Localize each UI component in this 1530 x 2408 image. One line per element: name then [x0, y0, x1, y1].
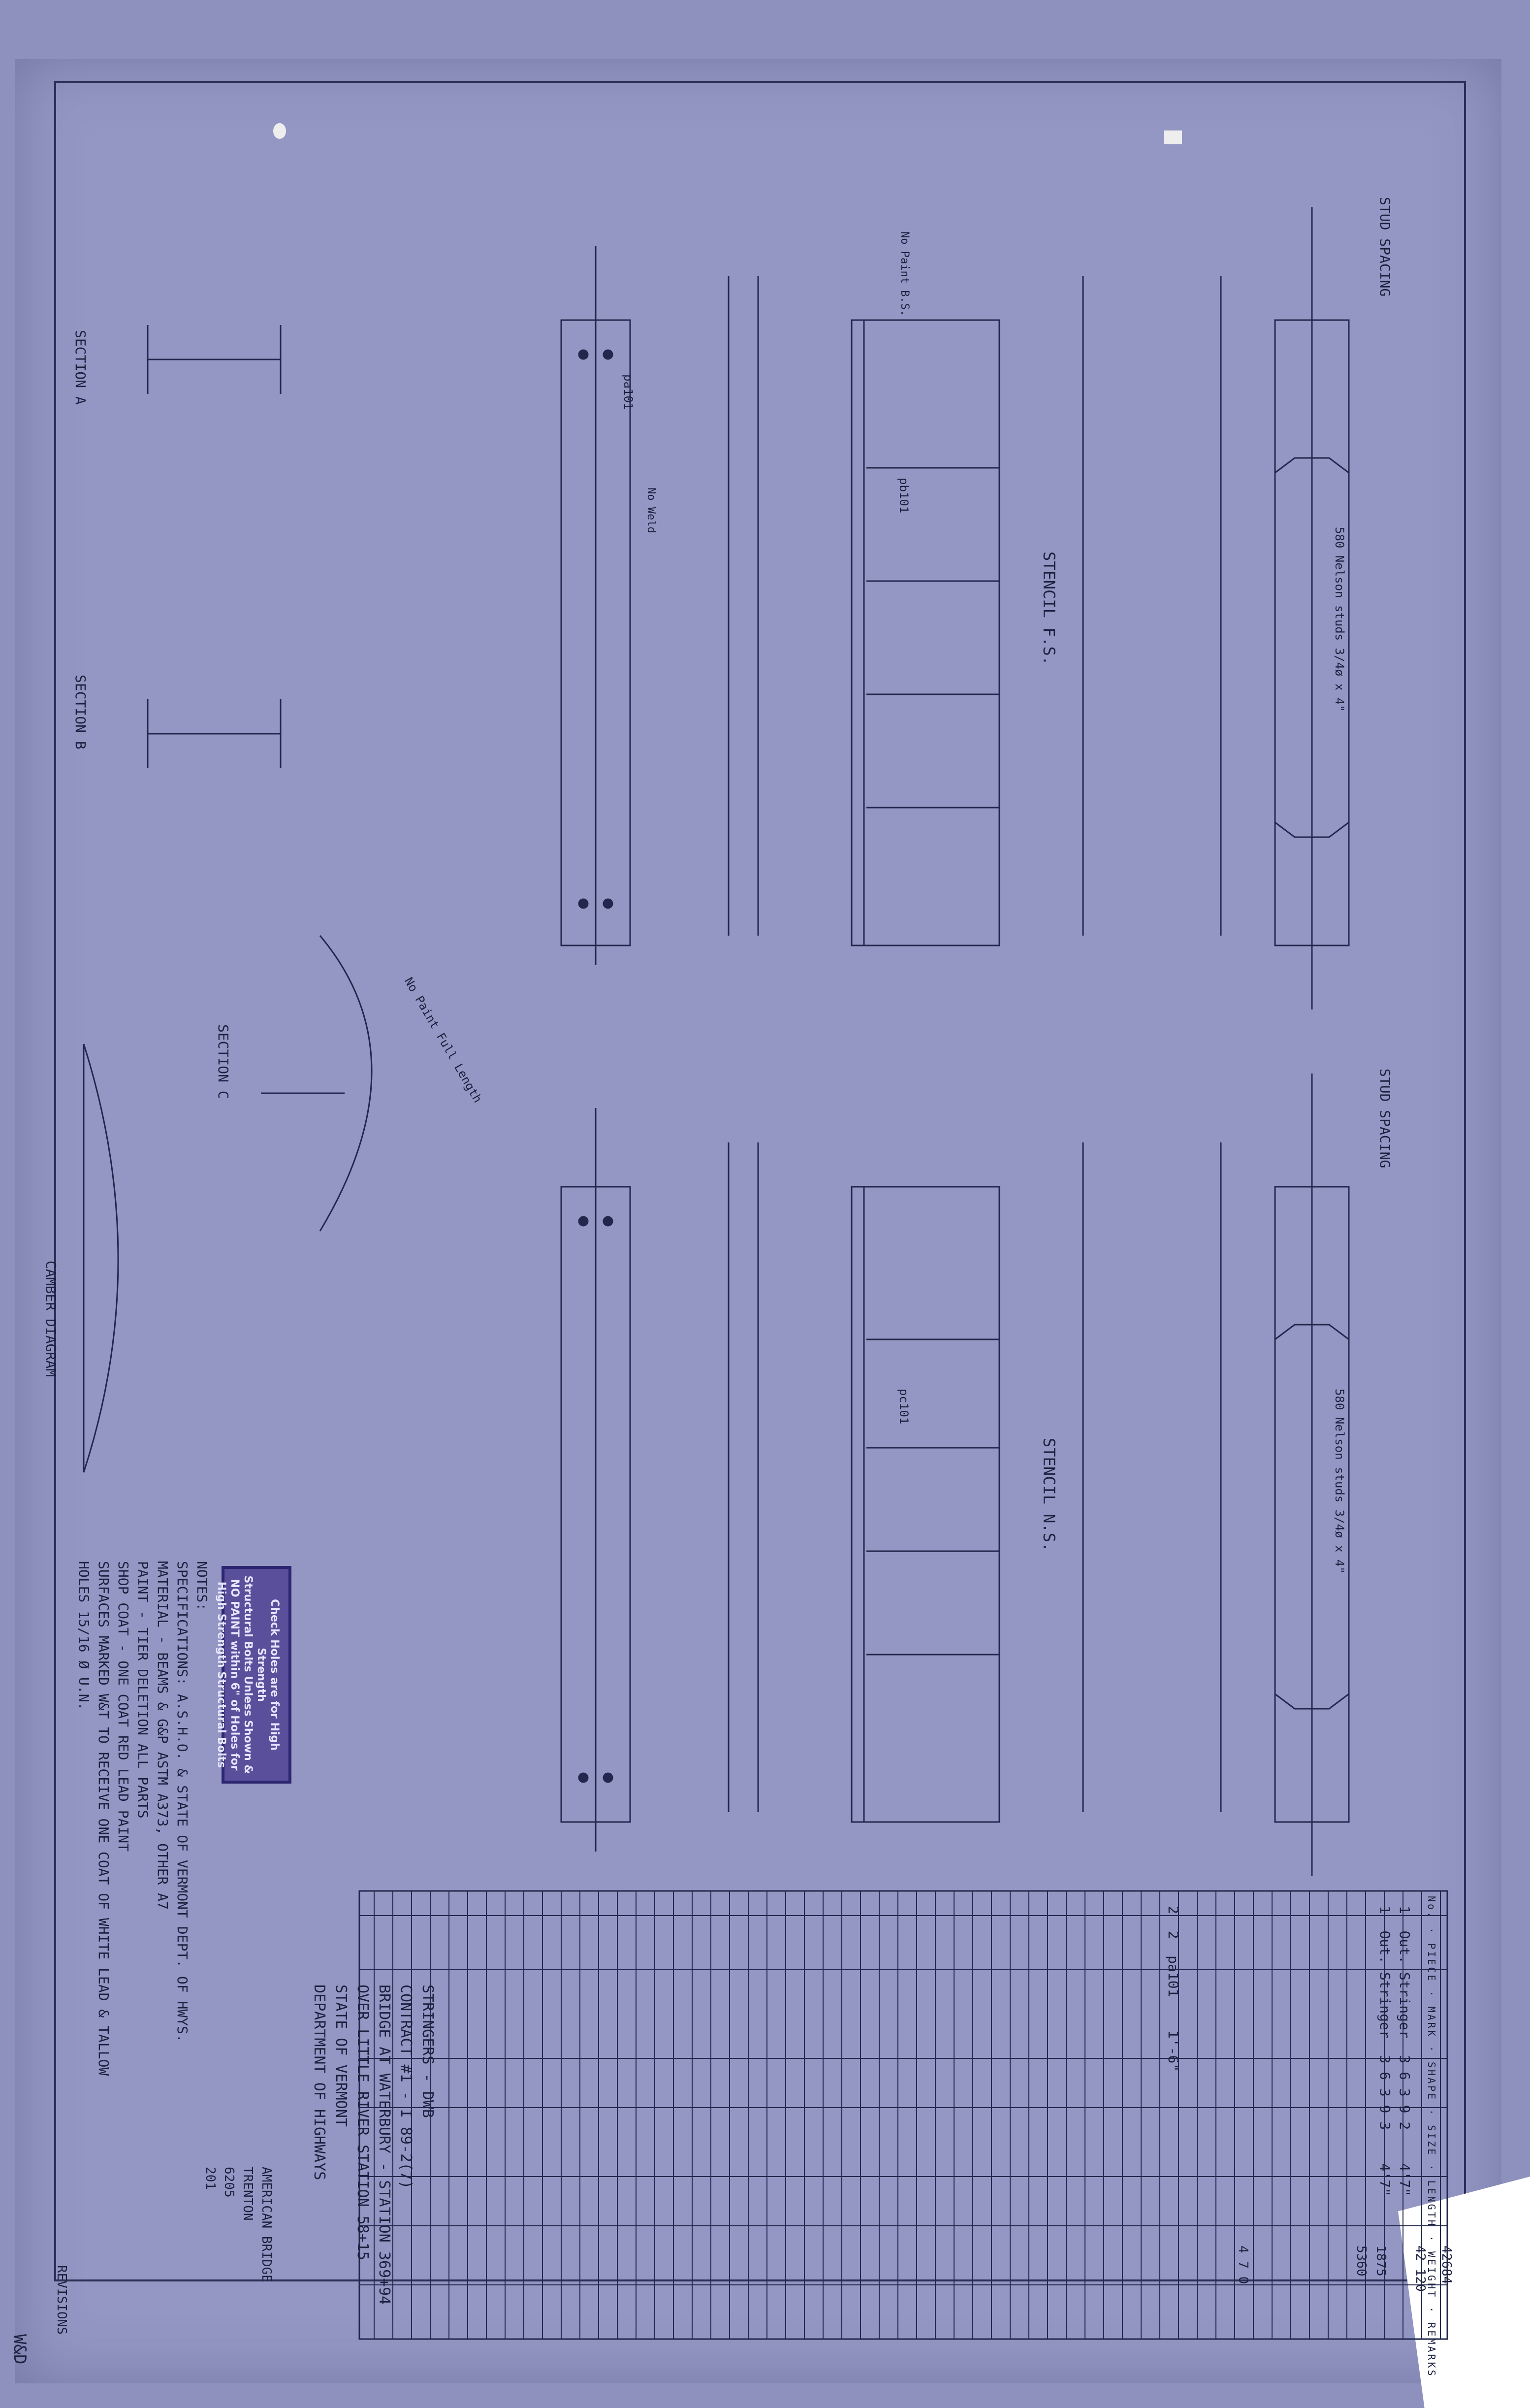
contract-text: CONTRACT #1 - I 89-2(7) — [397, 1985, 414, 2189]
bill-header: No. — [1426, 1896, 1437, 1920]
bill-header: SHAPE — [1426, 2061, 1437, 2102]
bill-cell: Out. Stringer — [1397, 1930, 1413, 2039]
bill-headers: No. · PIECE · MARK · SHAPE · SIZE · LENG… — [1426, 1896, 1437, 2378]
bill-cell: 1'-6" — [1165, 2030, 1181, 2072]
section-c-label: SECTION C — [215, 1024, 231, 1099]
stencil-fs-label: STENCIL F.S. — [1040, 552, 1058, 666]
state-text: STATE OF VERMONT — [332, 1985, 350, 2127]
title-text: STRINGERS - DWB — [419, 1985, 436, 2118]
weight-cell: 1875 — [1373, 2245, 1388, 2277]
note-line: SURFACES MARKED W&T TO RECEIVE ONE COAT … — [96, 1561, 112, 2076]
sheet-number: 201 — [203, 2167, 218, 2190]
pa-label: pa101 — [621, 374, 635, 410]
stud-spacing-label-fs: STUD SPACING — [1377, 197, 1393, 297]
note-line: MATERIAL - BEAMS & G&P ASTM A373, OTHER … — [155, 1561, 171, 1910]
no-weld-label: No Weld — [645, 488, 657, 533]
company-name: AMERICAN BRIDGE — [259, 2167, 274, 2282]
bill-header: SIZE — [1426, 2125, 1437, 2157]
bill-cell: 2 — [1165, 1906, 1181, 1914]
bill-cell: 3 6 3 9 3 — [1377, 2055, 1393, 2130]
bill-of-material-table — [358, 1890, 1448, 2340]
bill-row: 1 Out. Stringer 3 6 3 9 3 4'7" — [1377, 1906, 1393, 2196]
bill-weights: 1875 — [1373, 2245, 1388, 2277]
bill-cell: 3 6 3 9 2 — [1397, 2055, 1413, 2130]
studs-note-ns: 580 Nelson studs 3/4ø x 4" — [1333, 1389, 1346, 1574]
plate-label: pc101 — [897, 1389, 911, 1425]
high-strength-bolt-stamp: Check Holes are for High Strength Struct… — [215, 1566, 291, 1784]
bill-weights: 5360 — [1354, 2245, 1369, 2277]
weight-cell: 4 7 0 — [1236, 2245, 1250, 2284]
camber-label: CAMBER DIAGRAM — [43, 1261, 59, 1377]
bill-weights: 4 7 0 — [1236, 2245, 1250, 2284]
note-line: SPECIFICATIONS: A.S.H.O. & STATE OF VERM… — [174, 1561, 191, 2043]
stringer-web-ns — [851, 1186, 1000, 1823]
weight-cell: 5360 — [1354, 2245, 1369, 2277]
bill-row: 1 Out. Stringer 3 6 3 9 2 4'7" — [1397, 1906, 1413, 2196]
studs-note-fs: 580 Nelson studs 3/4ø x 4" — [1333, 527, 1346, 712]
notes-block: NOTES: SPECIFICATIONS: A.S.H.O. & STATE … — [74, 1561, 212, 2076]
bill-cell: pa101 — [1165, 1955, 1181, 1997]
title-block: STRINGERS - DWB CONTRACT #1 - I 89-2(7) … — [308, 1985, 438, 2305]
stencil-ns-label: STENCIL N.S. — [1040, 1438, 1058, 1552]
department-text: DEPARTMENT OF HIGHWAYS — [311, 1985, 328, 2180]
bill-cell: 2 — [1165, 1930, 1181, 1939]
bill-header: PIECE — [1426, 1943, 1437, 1983]
sheet-notch — [1164, 130, 1182, 144]
bill-cell: Out. Stringer — [1377, 1930, 1393, 2039]
sheet-notch — [273, 123, 286, 139]
section-a-label: SECTION A — [72, 330, 89, 405]
stamp-line: Check Holes are for High Strength — [255, 1599, 281, 1751]
bill-cell: 4'7" — [1377, 2163, 1393, 2197]
revisions-label: REVISIONS — [54, 2265, 69, 2335]
plate-label: pb101 — [897, 478, 911, 514]
no-paint-label: No Paint B.S. — [898, 231, 911, 317]
stamp-line: NO PAINT within 6" of Holes for — [228, 1579, 241, 1771]
drawing-border — [54, 81, 1466, 2281]
stringer-web-fs — [851, 319, 1000, 946]
drawing-made-at: TRENTON — [240, 2167, 255, 2221]
stamp-line: High Strength Structural Bolts — [215, 1581, 227, 1768]
bill-header: REMARKS — [1426, 2322, 1437, 2378]
weight-cell: 42 120 — [1413, 2245, 1428, 2292]
notes-heading: NOTES: — [194, 1561, 210, 1611]
weight-cell: 42684 — [1439, 2245, 1454, 2284]
bill-cell: 1 — [1377, 1906, 1393, 1914]
bridge-text: BRIDGE AT WATERBURY - STATION 369+94 — [376, 1985, 393, 2305]
section-b-label: SECTION B — [72, 675, 89, 749]
note-line: PAINT - TIER DELETION ALL PARTS — [135, 1561, 151, 1819]
bill-header: LENGTH — [1426, 2180, 1437, 2228]
mark-text: W&D — [10, 2334, 30, 2365]
bill-header: MARK — [1426, 2006, 1437, 2038]
over-text: OVER LITTLE RIVER STATION 58+15 — [354, 1985, 371, 2260]
bill-row: 2 2 pa101 1'-6" — [1165, 1906, 1181, 2072]
stud-spacing-label-ns: STUD SPACING — [1377, 1069, 1393, 1169]
stamp-line: Structural Bolts Unless Shown & — [242, 1575, 254, 1774]
note-line: SHOP COAT - ONE COAT RED LEAD PAINT — [115, 1561, 131, 1852]
bill-weights: 42684 — [1435, 2245, 1457, 2284]
sheet-notch — [1398, 2177, 1530, 2408]
bill-cell: 4'7" — [1397, 2163, 1413, 2197]
bill-weights: 42 120 — [1413, 2245, 1428, 2292]
order-number: 6205 — [222, 2167, 236, 2198]
company-block: AMERICAN BRIDGE TRENTON 6205 201 — [201, 2167, 276, 2282]
bill-cell: 1 — [1397, 1906, 1413, 1914]
holes-note: HOLES 15/16 Ø U.N. — [76, 1561, 92, 1711]
